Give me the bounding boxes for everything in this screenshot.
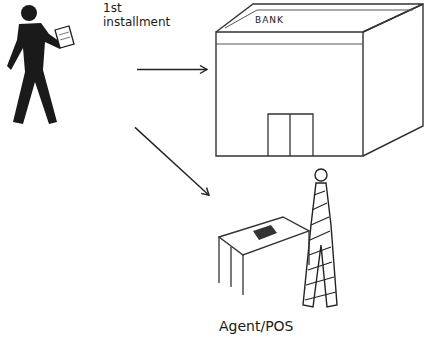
node-label: 1st installment: [103, 2, 185, 30]
customer-figure: 1st installment: [5, 0, 135, 135]
flow-arrow: [137, 69, 207, 70]
agent-pos-figure: Agent/POS: [213, 165, 345, 355]
illustration: [213, 2, 431, 158]
node-label: BANK: [255, 15, 305, 25]
bank-building: BANK: [213, 2, 431, 158]
node-label: Agent/POS: [219, 318, 339, 334]
flow-arrow: [135, 127, 209, 195]
